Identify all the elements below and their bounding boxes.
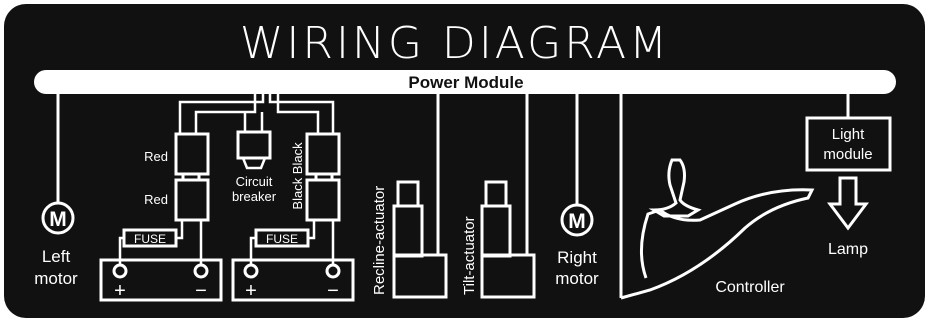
circuit-breaker: Circuit breaker bbox=[232, 130, 277, 204]
left-battery-negative-terminal bbox=[193, 263, 209, 279]
recline-actuator-label: Recline-actuator bbox=[371, 186, 388, 295]
left-connector-lower bbox=[174, 178, 210, 222]
right-motor-symbol: M bbox=[568, 210, 586, 233]
tilt-actuator-label: Tilt-actuator bbox=[461, 216, 478, 295]
right-motor-icon bbox=[560, 203, 594, 237]
controller-icon bbox=[620, 188, 815, 300]
recline-actuator: Recline-actuator bbox=[371, 94, 448, 299]
right-wire-label: Black Black bbox=[290, 142, 305, 210]
circuit-breaker-icon bbox=[236, 130, 272, 160]
diagram-title: WIRING DIAGRAM bbox=[240, 18, 670, 69]
tilt-actuator-motor bbox=[480, 253, 536, 299]
right-battery-pack: Black Black FUSE + − bbox=[231, 132, 355, 302]
power-module-bar bbox=[34, 70, 896, 94]
harness-wires bbox=[178, 94, 335, 134]
right-fuse-label: FUSE bbox=[266, 232, 298, 246]
right-fuse bbox=[254, 228, 310, 248]
power-module-label: Power Module bbox=[408, 73, 523, 92]
right-battery-negative-terminal bbox=[325, 263, 341, 279]
left-battery-plus: + bbox=[114, 280, 126, 302]
controller: Controller bbox=[619, 94, 815, 300]
right-motor-label-line1: Right bbox=[557, 248, 597, 267]
left-fuse bbox=[122, 228, 178, 248]
left-battery-minus: − bbox=[195, 280, 207, 302]
right-battery bbox=[231, 258, 355, 302]
left-fuse-label: FUSE bbox=[134, 232, 166, 246]
left-connector-upper bbox=[174, 132, 210, 176]
left-motor-symbol: M bbox=[49, 208, 67, 231]
down-arrow-icon bbox=[827, 176, 869, 231]
tilt-actuator: Tilt-actuator bbox=[461, 94, 536, 299]
right-battery-plus: + bbox=[245, 280, 257, 302]
recline-actuator-motor bbox=[392, 253, 448, 299]
right-connector-lower bbox=[305, 178, 341, 222]
circuit-breaker-label-line1: Circuit bbox=[236, 174, 273, 189]
circuit-breaker-label-line2: breaker bbox=[232, 189, 277, 204]
right-motor: M Right motor bbox=[555, 94, 599, 288]
right-battery-minus: − bbox=[327, 280, 339, 302]
right-battery-positive-terminal bbox=[243, 263, 259, 279]
lamp-label: Lamp bbox=[828, 241, 868, 258]
left-motor-label-line2: motor bbox=[34, 269, 78, 288]
left-wire-label-1: Red bbox=[144, 149, 168, 164]
left-motor-label-line1: Left bbox=[42, 247, 71, 266]
light-module-box bbox=[805, 116, 892, 172]
light-module: Light module Lamp bbox=[805, 94, 892, 258]
left-battery-pack: Red Red FUSE + − bbox=[99, 132, 223, 302]
right-connector-upper bbox=[305, 132, 341, 176]
left-battery-positive-terminal bbox=[112, 263, 128, 279]
left-motor-icon bbox=[41, 201, 75, 235]
left-wire-label-2: Red bbox=[144, 192, 168, 207]
light-module-label-line1: Light bbox=[832, 126, 865, 143]
light-module-label-line2: module bbox=[823, 146, 872, 163]
joystick-icon bbox=[648, 158, 702, 218]
left-battery bbox=[99, 258, 223, 302]
right-motor-label-line2: motor bbox=[555, 269, 599, 288]
controller-label: Controller bbox=[715, 279, 785, 296]
left-motor: M Left motor bbox=[34, 94, 78, 288]
